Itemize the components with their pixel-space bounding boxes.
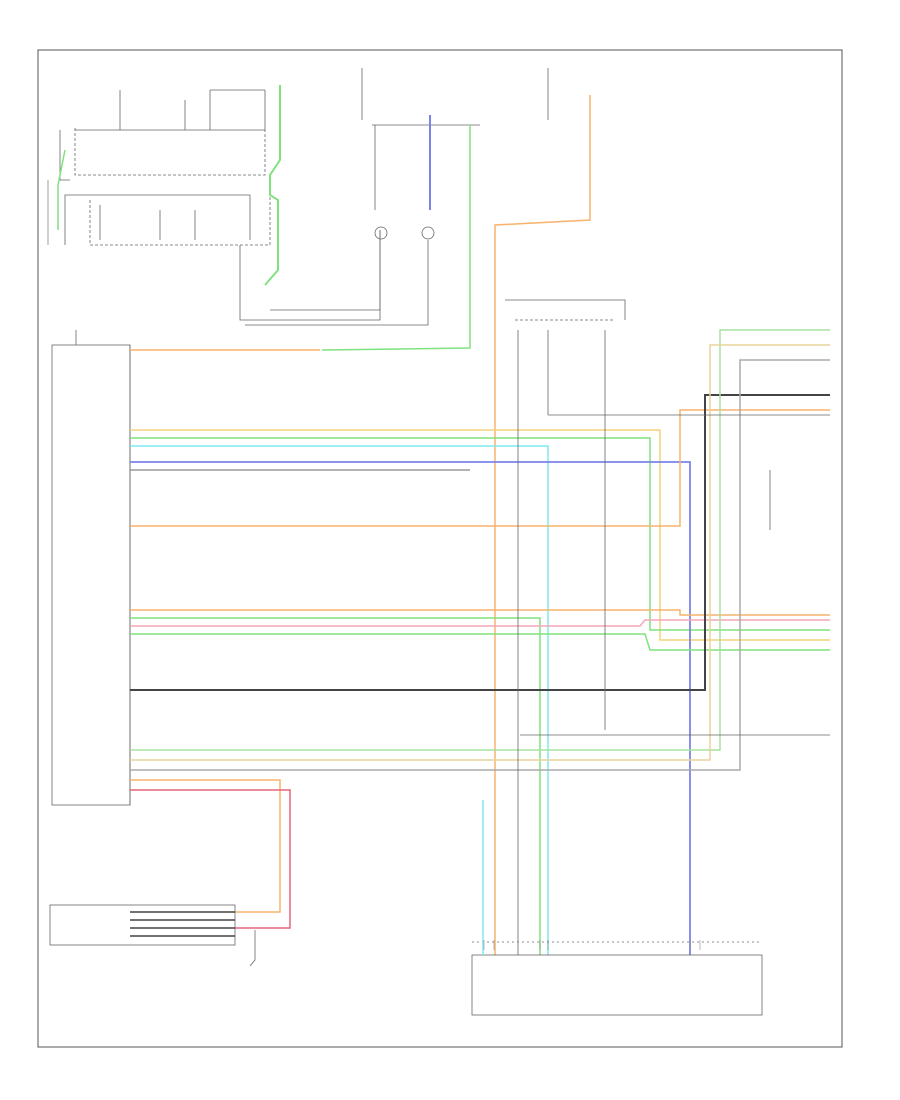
- wire-orange-2: [130, 409, 830, 527]
- left-steering-wheel-switch-assembly: [59, 89, 266, 181]
- wire-cyan-1: [130, 445, 549, 955]
- wire-orange-3: [130, 609, 830, 616]
- wire-green-1: [130, 437, 830, 631]
- wire-blue-1: [130, 461, 691, 955]
- wire-yellow-2: [130, 344, 830, 761]
- wire-green-steering: [264, 85, 281, 286]
- top-center-component-block: [245, 68, 549, 326]
- wire-pink-1: [130, 619, 830, 627]
- harness-wires: [130, 329, 830, 955]
- wire-red-1: [130, 789, 291, 929]
- bottom-right-control-module: [471, 800, 763, 1016]
- wire-green-top: [321, 125, 471, 351]
- bottom-left-connector: [49, 904, 256, 967]
- wire-yellow-1: [130, 429, 830, 641]
- wire-orange-top: [494, 95, 591, 955]
- wire-green-3: [130, 633, 830, 651]
- right-steering-wheel-switch-assembly: [64, 194, 381, 321]
- wire-green-4: [130, 329, 830, 751]
- right-center-relay-block: [505, 299, 830, 955]
- wire-gray-2: [130, 359, 830, 771]
- wire-green-2: [130, 617, 541, 955]
- wire-orange-4: [130, 779, 281, 913]
- radio-module: [51, 330, 131, 806]
- connector-pins: [483, 940, 701, 950]
- diagram-border: [37, 49, 843, 1048]
- wire-dark-1: [130, 394, 830, 691]
- wire-green-steering-left: [57, 149, 66, 230]
